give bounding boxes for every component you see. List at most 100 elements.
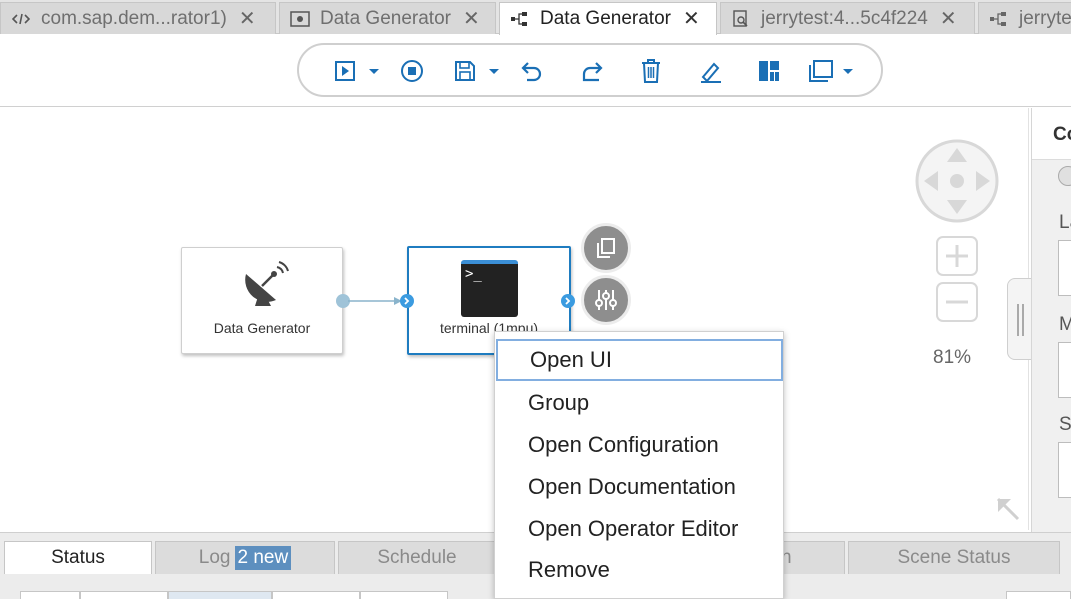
satellite-dish-icon — [238, 260, 290, 312]
tab-status[interactable]: Status — [4, 541, 152, 574]
input-port[interactable] — [400, 294, 414, 308]
zoom-level: 81% — [933, 347, 972, 368]
graph-icon — [510, 10, 530, 28]
delete-icon — [642, 59, 660, 83]
field-label: La — [1059, 212, 1071, 233]
tab-label: Scene Status — [897, 547, 1011, 568]
tab-data-generator-graph[interactable]: Data Generator ✕ — [499, 2, 717, 35]
pan-arrows-icon — [915, 139, 999, 223]
panel-header — [1032, 108, 1071, 160]
tab-label: Data Generator — [540, 8, 671, 29]
tab-log[interactable]: Log 2 new — [155, 541, 335, 574]
arrow-up-left-icon — [996, 497, 1020, 521]
undo-button[interactable] — [517, 57, 547, 85]
undo-icon — [521, 62, 542, 82]
menu-item-open-ui[interactable]: Open UI — [496, 339, 783, 381]
table-header-cell — [80, 591, 168, 599]
copy-icon — [809, 60, 853, 82]
copy-button[interactable] — [805, 57, 861, 85]
preview-icon — [290, 10, 310, 28]
toolbar-area — [0, 35, 1071, 107]
pan-control[interactable] — [914, 138, 1000, 229]
code-icon — [11, 10, 31, 28]
close-icon[interactable]: ✕ — [238, 7, 256, 30]
menu-item-open-configuration[interactable]: Open Configuration — [528, 432, 719, 457]
field-label: S — [1059, 414, 1071, 435]
zoom-in-button[interactable] — [935, 235, 979, 282]
save-button[interactable] — [451, 57, 507, 85]
minus-icon — [936, 282, 978, 322]
configuration-panel: Co La M S — [1031, 108, 1071, 532]
sliders-icon — [595, 290, 617, 310]
tab-label: Log — [198, 547, 231, 568]
close-icon[interactable]: ✕ — [682, 8, 700, 30]
delete-button[interactable] — [636, 57, 666, 85]
redo-icon — [582, 62, 603, 82]
tab-schedule[interactable]: Schedule — [338, 541, 496, 574]
new-log-badge: 2 new — [234, 546, 292, 570]
search-doc-icon — [731, 9, 751, 28]
chevron-right-icon — [404, 297, 410, 305]
tab-label: Status — [51, 547, 105, 568]
tab-label: Schedule — [377, 547, 457, 568]
run-icon — [335, 61, 379, 81]
graph-toolbar — [297, 43, 883, 97]
tab-data-generator-preview[interactable]: Data Generator ✕ — [279, 2, 496, 34]
tab-label: com.sap.dem...rator1) — [41, 7, 227, 29]
panel-title: Co — [1053, 124, 1071, 145]
tab-label: n — [781, 547, 792, 568]
menu-item-open-operator-editor[interactable]: Open Operator Editor — [528, 516, 739, 541]
context-menu: Open UI Group Open Configuration Open Do… — [494, 331, 784, 599]
tab-label: Data Generator — [320, 7, 451, 29]
terminal-icon: >_ — [461, 260, 518, 317]
tab-scene-status[interactable]: Scene Status — [848, 541, 1060, 574]
table-header-cell — [360, 591, 448, 599]
stop-button[interactable] — [397, 57, 427, 85]
auto-layout-button[interactable] — [754, 57, 784, 85]
grip-icon — [1017, 304, 1024, 336]
menu-item-open-documentation[interactable]: Open Documentation — [528, 474, 736, 499]
metadata-input[interactable] — [1058, 342, 1071, 398]
close-icon[interactable]: ✕ — [462, 7, 480, 30]
save-icon — [455, 61, 499, 81]
terminal-prompt: >_ — [465, 266, 482, 282]
field-label: M — [1059, 314, 1071, 336]
settings-input[interactable] — [1058, 442, 1071, 498]
menu-item-group[interactable]: Group — [528, 390, 590, 415]
connection-line[interactable] — [348, 294, 408, 308]
chevron-right-icon — [565, 297, 571, 305]
menu-item-remove[interactable]: Remove — [528, 557, 610, 582]
edit-button[interactable] — [696, 57, 726, 85]
plus-icon — [936, 236, 978, 276]
copy-icon — [597, 238, 615, 258]
table-header-cell — [1006, 591, 1071, 599]
tab-jerrytest-search[interactable]: jerrytest:4...5c4f224 ✕ — [720, 2, 975, 34]
stop-icon — [401, 60, 423, 82]
run-button[interactable] — [331, 57, 387, 85]
operator-node-data-generator[interactable]: Data Generator — [181, 247, 343, 354]
output-port[interactable] — [336, 294, 350, 308]
output-port[interactable] — [561, 294, 575, 308]
tab-code-editor[interactable]: com.sap.dem...rator1) ✕ — [0, 2, 276, 34]
table-header-cell — [272, 591, 360, 599]
tab-jerrytest-graph[interactable]: jerryte — [978, 2, 1071, 34]
close-icon[interactable]: ✕ — [939, 7, 957, 30]
node-label: Data Generator — [213, 320, 311, 336]
editor-tab-strip: com.sap.dem...rator1) ✕ Data Generator ✕… — [0, 0, 1071, 35]
tab-label: jerryte — [1019, 7, 1071, 29]
radio-button[interactable] — [1058, 166, 1071, 186]
tab-label: jerrytest:4...5c4f224 — [761, 7, 928, 29]
label-input[interactable] — [1058, 240, 1071, 296]
layout-icon — [759, 61, 779, 81]
edit-icon — [701, 62, 721, 83]
fit-to-window-button[interactable] — [995, 496, 1021, 527]
zoom-out-button[interactable] — [935, 281, 979, 328]
table-header-cell — [20, 591, 80, 599]
graph-icon — [989, 10, 1009, 28]
redo-button[interactable] — [577, 57, 607, 85]
panel-collapse-handle[interactable] — [1007, 278, 1033, 360]
copy-node-button[interactable] — [581, 223, 631, 273]
configure-node-button[interactable] — [581, 275, 631, 325]
table-header-cell — [168, 591, 272, 599]
